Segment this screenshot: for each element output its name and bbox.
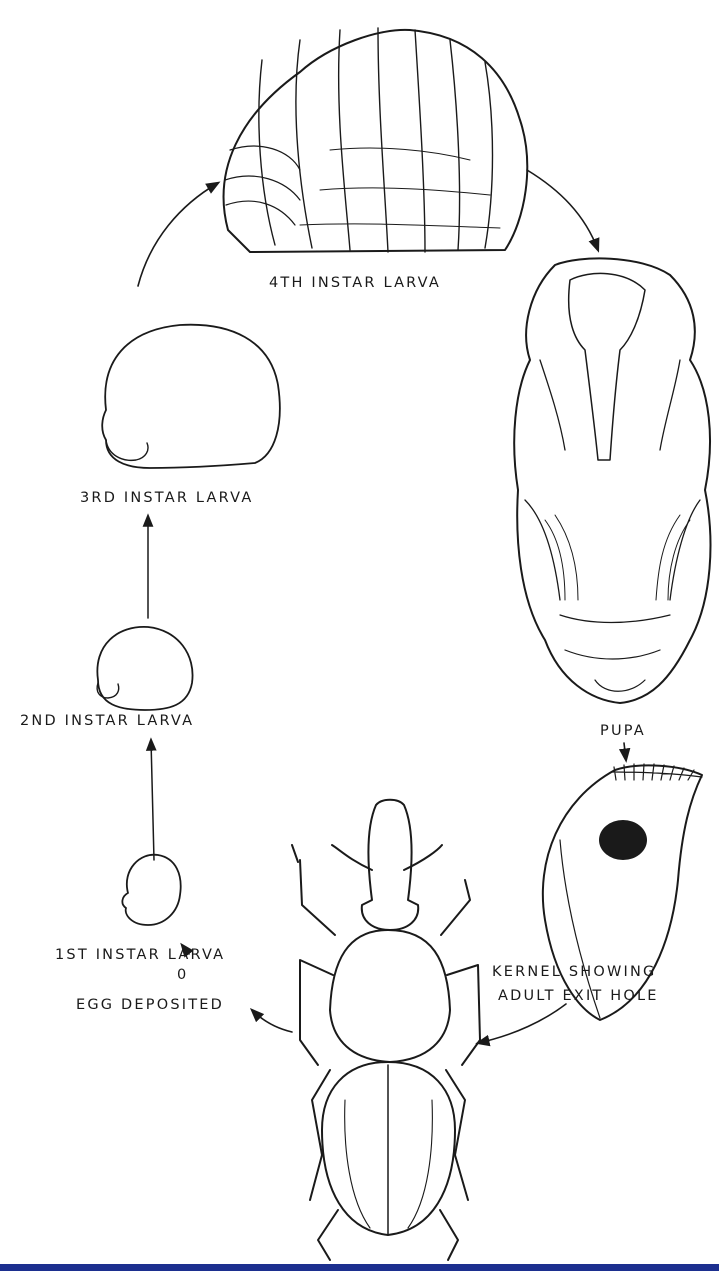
arrow-pupa-to-kernel [624, 743, 626, 760]
kernel-label-line2: ADULT EXIT HOLE [498, 988, 659, 1004]
arrow-kernel-to-adult [478, 1004, 566, 1043]
egg-mark: 0 [177, 967, 188, 983]
fourth-instar-label: 4TH INSTAR LARVA [269, 275, 441, 291]
adult-weevil-drawing [292, 800, 480, 1260]
third-instar-larva-drawing [102, 322, 280, 468]
pupa-label: PUPA [600, 723, 646, 739]
egg-label: EGG DEPOSITED [76, 997, 224, 1013]
kernel-label-line1: KERNEL SHOWING [492, 964, 656, 980]
exit-hole [599, 820, 647, 860]
bottom-bar [0, 1264, 719, 1271]
kernel-drawing [543, 764, 702, 1020]
first-instar-larva-drawing [122, 855, 180, 925]
first-instar-label: 1ST INSTAR LARVA [55, 947, 225, 963]
arrow-adult-to-egg [252, 1010, 292, 1032]
arrow-first-to-second [151, 740, 154, 860]
arrow-third-to-fourth [138, 183, 218, 286]
arrow-fourth-to-pupa [527, 170, 598, 250]
third-instar-label: 3RD INSTAR LARVA [80, 490, 253, 506]
second-instar-label: 2ND INSTAR LARVA [20, 713, 194, 729]
pupa-drawing [514, 258, 710, 703]
second-instar-larva-drawing [97, 627, 192, 710]
fourth-instar-larva-drawing [224, 28, 528, 252]
